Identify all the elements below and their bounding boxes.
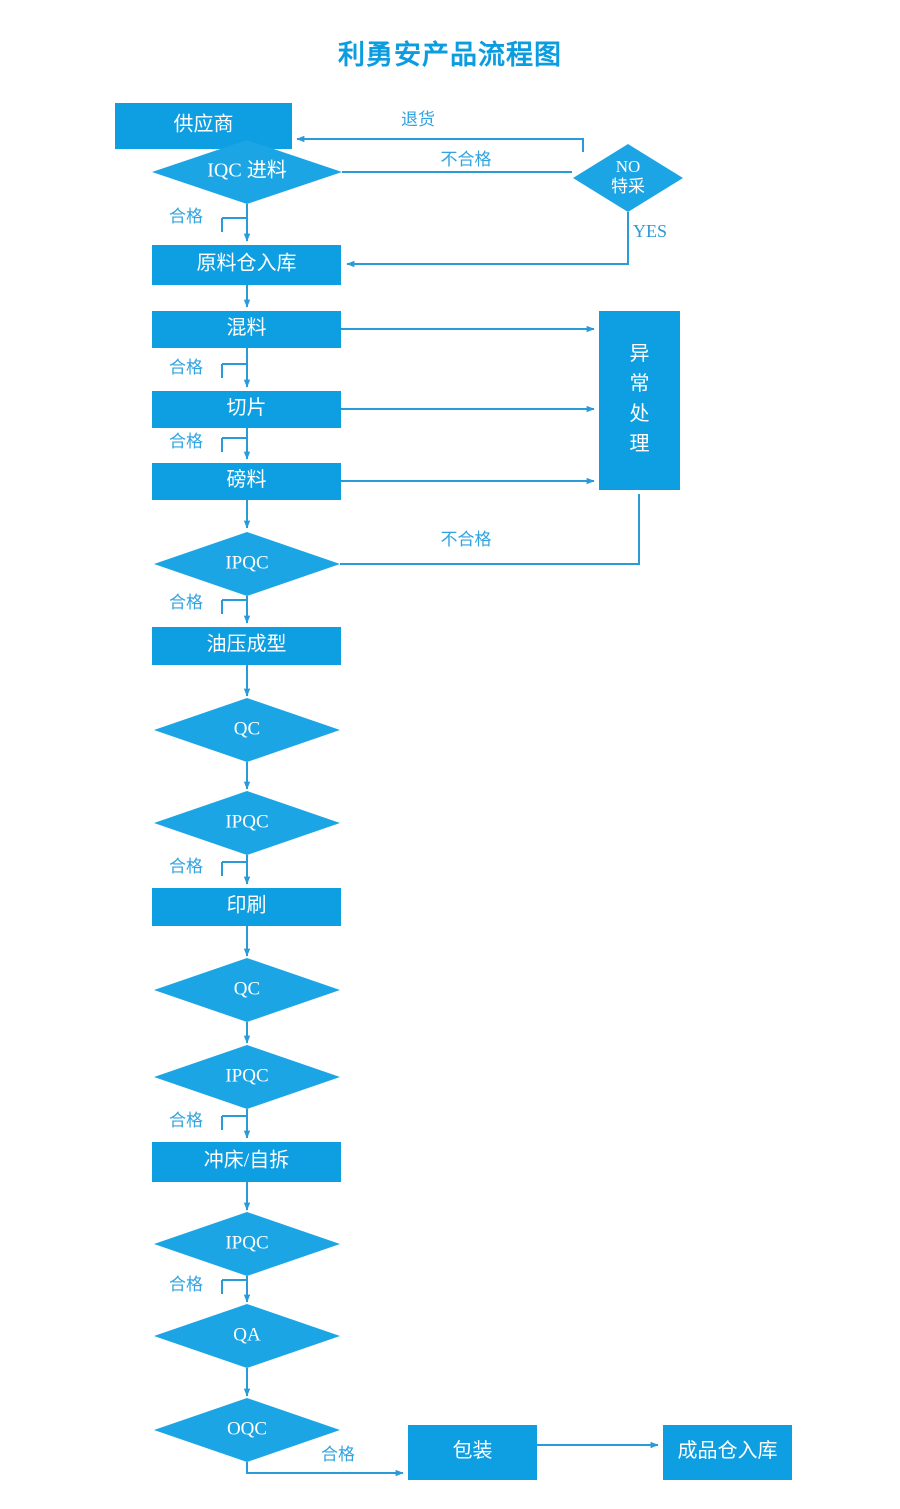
decision-diamond: [154, 1304, 340, 1368]
connector-slicing-to-weighing: [221, 428, 251, 460]
edge-label-pass_ipqc1: 合格: [169, 593, 203, 612]
edge-label-ret: 退货: [401, 110, 435, 129]
process-box: [152, 311, 341, 348]
decision-diamond: [154, 958, 340, 1022]
node-ipqc1[interactable]: IPQC: [154, 532, 340, 596]
node-label: QC: [234, 978, 260, 999]
process-box: [152, 627, 341, 665]
connector-line: [296, 135, 584, 152]
connector-mixing-to-slicing: [221, 348, 251, 388]
process-box: [152, 888, 341, 926]
connector-ipqc1-to-hydraulic: [221, 596, 251, 624]
node-label: 印刷: [227, 894, 267, 917]
node-weighing[interactable]: 磅料: [152, 463, 341, 500]
node-label: 供应商: [174, 113, 234, 136]
node-label: 包装: [453, 1439, 493, 1462]
edge-label-pass_oqc: 合格: [321, 1445, 355, 1464]
edge-label-fail_ipqc1: 不合格: [441, 530, 492, 549]
node-rm_store[interactable]: 原料仓入库: [152, 245, 341, 285]
process-box: [115, 103, 292, 149]
node-qc2[interactable]: QC: [154, 958, 340, 1022]
node-label: 冲床/自拆: [204, 1149, 290, 1172]
connector-line: [246, 1462, 404, 1477]
edge-label-pass_iqc: 合格: [169, 207, 203, 226]
node-label: 混料: [227, 316, 267, 339]
node-printing[interactable]: 印刷: [152, 888, 341, 926]
process-box: [599, 311, 680, 490]
decision-diamond: [154, 1045, 340, 1109]
edges-layer: [221, 135, 659, 1477]
edge-label-pass_ipqc3: 合格: [169, 1111, 203, 1130]
connector-no_special-to-rm_store: [346, 212, 629, 268]
node-label: 原料仓入库: [197, 252, 297, 275]
node-fg_store[interactable]: 成品仓入库: [663, 1425, 792, 1480]
process-box: [152, 463, 341, 500]
node-label: 磅料: [227, 468, 267, 491]
node-label: IQC 进料: [207, 159, 286, 182]
connector-line: [346, 212, 629, 268]
node-label-char: 常: [630, 372, 650, 395]
node-supplier[interactable]: 供应商: [115, 103, 292, 149]
node-punching[interactable]: 冲床/自拆: [152, 1142, 341, 1182]
node-hydraulic[interactable]: 油压成型: [152, 627, 341, 665]
process-box: [408, 1425, 537, 1480]
page-title: 利勇安产品流程图: [338, 40, 562, 70]
node-slicing[interactable]: 切片: [152, 391, 341, 428]
node-ipqc2[interactable]: IPQC: [154, 791, 340, 855]
decision-diamond: [154, 698, 340, 762]
process-box: [152, 391, 341, 428]
connector-no_special-to-supplier: [296, 135, 584, 152]
node-label: QA: [233, 1324, 261, 1345]
node-ipqc4[interactable]: IPQC: [154, 1212, 340, 1276]
edge-label-pass_mix: 合格: [169, 358, 203, 377]
node-label: QC: [234, 718, 260, 739]
node-label: 特采: [611, 177, 645, 196]
connector-line: [340, 494, 640, 565]
process-box: [152, 1142, 341, 1182]
node-label: IPQC: [225, 1065, 268, 1086]
node-label: IPQC: [225, 1232, 268, 1253]
process-box: [663, 1425, 792, 1480]
connector-ipqc2-to-printing: [221, 855, 251, 885]
decision-diamond: [154, 791, 340, 855]
connector-ipqc3-to-punching: [221, 1109, 251, 1139]
edge-label-fail_iqc: 不合格: [441, 150, 492, 169]
process-box: [152, 245, 341, 285]
edge-label-pass_ipqc4: 合格: [169, 1275, 203, 1294]
node-label: NO: [616, 157, 641, 176]
edge-label-pass_ipqc2: 合格: [169, 857, 203, 876]
node-ipqc3[interactable]: IPQC: [154, 1045, 340, 1109]
node-label: IPQC: [225, 552, 268, 573]
node-label: 成品仓入库: [678, 1439, 778, 1462]
node-iqc[interactable]: IQC 进料: [152, 140, 342, 204]
node-packaging[interactable]: 包装: [408, 1425, 537, 1480]
node-oqc[interactable]: OQC: [154, 1398, 340, 1462]
node-label: IPQC: [225, 811, 268, 832]
connector-oqc-to-packaging: [246, 1462, 404, 1477]
connector-ipqc4-to-qa: [221, 1276, 251, 1303]
connector-iqc-to-rm_store: [221, 204, 251, 242]
node-qa[interactable]: QA: [154, 1304, 340, 1368]
decision-diamond: [152, 140, 342, 204]
node-qc1[interactable]: QC: [154, 698, 340, 762]
node-mixing[interactable]: 混料: [152, 311, 341, 348]
decision-diamond: [154, 1398, 340, 1462]
edge-label-yes: YES: [633, 221, 667, 241]
edge-label-pass_slice: 合格: [169, 432, 203, 451]
node-label-char: 理: [630, 433, 650, 455]
node-label: OQC: [227, 1418, 267, 1439]
connector-ipqc1-to-exception: [340, 494, 640, 565]
node-label: 切片: [227, 396, 267, 419]
decision-diamond: [573, 144, 683, 212]
decision-diamond: [154, 1212, 340, 1276]
node-label-char: 异: [630, 343, 650, 365]
node-label: 油压成型: [207, 633, 287, 656]
node-label-char: 处: [630, 402, 650, 425]
decision-diamond: [154, 532, 340, 596]
